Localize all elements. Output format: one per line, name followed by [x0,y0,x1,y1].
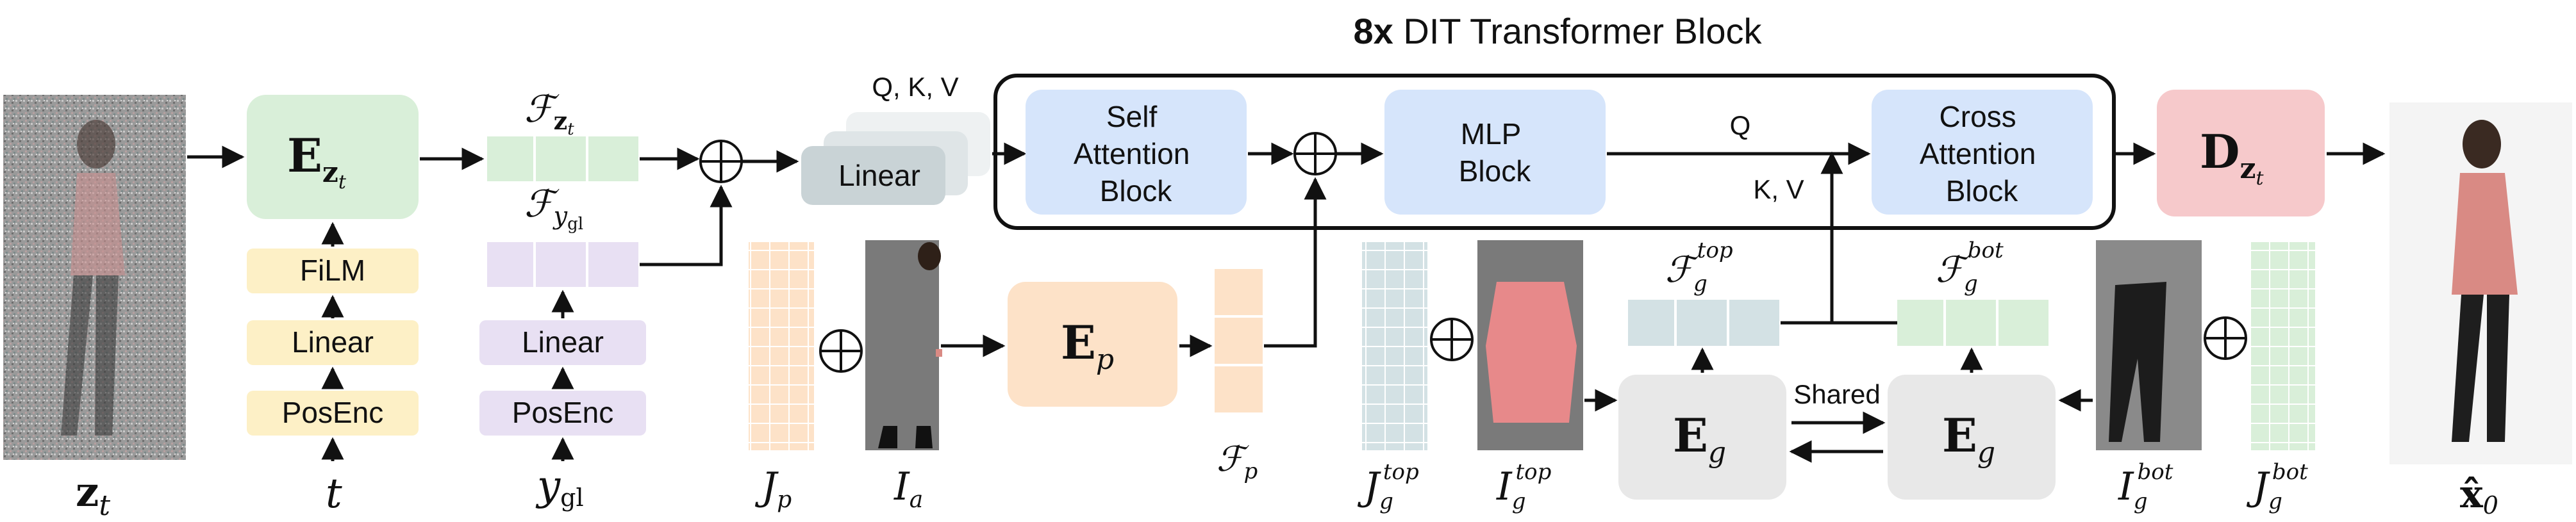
noisy-input-image [3,95,186,460]
ezt-encoder-label: Ezt [287,128,347,193]
label-posenc-label: PosEnc [512,396,614,429]
decoder-label: Dzt [2200,124,2264,190]
self-attention-label: Self Attention Block [1074,100,1198,208]
fg-bot-feature-vector [1897,300,2048,346]
x0-label: x̂0 [2460,472,2498,519]
plus-circle-icon [1430,318,1474,361]
jp-pose-grid [749,242,814,450]
ep-encoder-box [1008,282,1177,407]
linear-label: Linear [838,159,920,192]
fp-feature-vector [1215,269,1263,412]
fzt-feature-vector [487,136,638,181]
kv-label: K, V [1753,174,1804,204]
eg-left-encoder-box [1618,375,1786,500]
mlp-box [1384,90,1606,215]
ig-bot-label: Igbot [2118,459,2173,514]
jg-top-label: Jgtop [1357,459,1419,514]
time-posenc-box [247,391,419,436]
cross-attention-label: Cross Attention Block [1920,100,2044,208]
jg-bot-pose-grid [2250,242,2315,450]
t-label: t [326,470,342,518]
ygl-label: ygl [535,462,584,512]
fg-top-feature-vector [1628,300,1779,346]
zt-label: zt [76,468,110,522]
transformer-block-container [993,74,2116,230]
label-posenc-box [479,391,646,436]
fg-top-label: ℱgtop [1665,238,1733,297]
fygl-feature-vector [487,242,638,287]
plus-circle-icon [2204,316,2247,360]
fp-label: ℱp [1217,439,1258,484]
plus-circle-icon [699,140,743,183]
time-posenc-label: PosEnc [282,396,384,429]
jg-top-pose-grid [1362,242,1427,450]
jg-bot-label: Jgbot [2246,459,2308,514]
mlp-label: MLP Block [1459,117,1531,188]
ezt-encoder-box [247,95,419,219]
eg-left-encoder-label: Eg [1673,408,1726,469]
time-linear-box [247,320,419,365]
self-attention-box [1026,90,1247,215]
transformer-title: 8x DIT Transformer Block [1354,11,1763,51]
label-linear-box [479,320,646,365]
output-image [2389,102,2572,464]
eg-right-encoder-box [1888,375,2056,500]
ig-top-label: Igtop [1496,459,1551,514]
q-label: Q [1730,110,1751,140]
time-linear-label: Linear [292,325,374,359]
film-box [247,249,419,293]
film-label: FiLM [300,254,365,287]
linear-box [801,146,945,205]
eg-right-encoder-label: Eg [1942,408,1995,469]
cross-attention-box [1872,90,2093,215]
fygl-label: ℱygl [524,182,583,234]
jp-label: Jp [754,464,792,513]
plus-circle-icon [1293,132,1337,175]
shared-label: Shared [1793,379,1880,409]
label-linear-label: Linear [522,325,604,359]
decoder-box [2157,90,2325,216]
plus-circle-icon [819,329,863,373]
ep-encoder-label: Ep [1061,315,1114,376]
fzt-label: ℱzt [524,87,574,139]
agnostic-image [865,240,942,450]
ia-label: Ia [893,464,923,513]
top-garment-image [1477,240,1583,450]
qkv-label: Q, K, V [872,72,958,102]
fg-bot-label: ℱgbot [1936,238,2004,297]
bottom-garment-image [2096,240,2202,450]
